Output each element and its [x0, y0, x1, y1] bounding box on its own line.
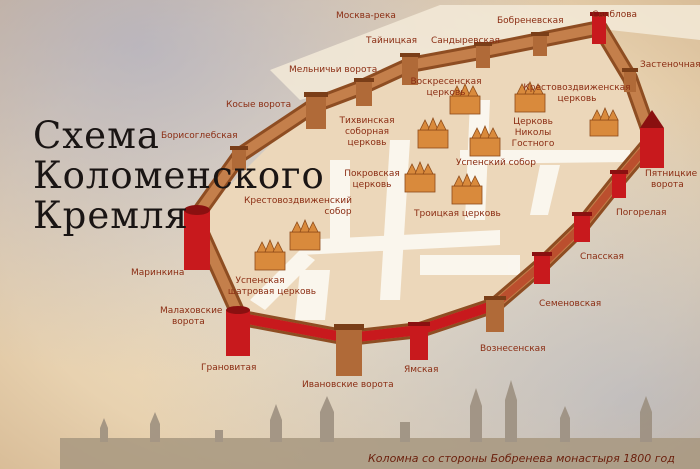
church-icon-tikhvinskaya: [417, 116, 449, 149]
tower-label-svibloba: Свиблова: [592, 10, 638, 20]
tower-tainitskaya: [400, 53, 420, 85]
tower-label-pyatnitskie-2: ворота: [651, 180, 684, 190]
map-title-line-1: Схема: [33, 114, 160, 157]
tower-svibloba: [590, 12, 608, 44]
church-label-voskresenskaya-2: церковь: [426, 88, 466, 98]
church-label-uspenskaya-shatr-2: шатровая церковь: [227, 287, 317, 297]
tower-label-malakhovskie-1: Малаховские: [160, 306, 223, 316]
street-grid: [250, 100, 630, 320]
church-icon-voskresenskaya: [449, 82, 481, 115]
church-label-tikhvinskaya-2: соборная: [344, 127, 390, 137]
church-label-krestovozdv-2: церковь: [557, 94, 597, 104]
church-icon-krestovozdv: [514, 80, 546, 113]
tower-label-granovitaya: Грановитая: [201, 363, 257, 373]
tower-label-zastenochnaya: Застеночная: [640, 60, 700, 70]
tower-kosye: [304, 92, 328, 129]
church-icon-uspensky: [469, 124, 501, 157]
tower-label-melnichny: Мельничьи ворота: [289, 65, 378, 75]
church-label-tikhvinskaya-1: Тихвинская: [339, 116, 395, 126]
church-label-nikoly-2: Николы: [514, 128, 552, 138]
tower-unnamed-east: [532, 252, 552, 284]
kremlin-walls: [187, 20, 660, 346]
tower-label-malakhovskie-2: ворота: [172, 317, 205, 327]
tower-granovitaya: [226, 306, 250, 356]
town-skyline: [60, 380, 700, 469]
church-label-uspenskaya-shatr-1: Успенская: [235, 276, 285, 286]
church-label-krestovozdv-sobor-1: Крестовоздвиженский: [244, 196, 352, 206]
church-label-krestovozdv-sobor-2: собор: [324, 207, 352, 217]
bottom-caption: Коломна со стороны Бобреневa монастыря 1…: [368, 452, 675, 465]
tower-marinkina: [184, 205, 210, 270]
map-title-line-2: Коломенского: [33, 154, 325, 197]
church-icon-nikoly: [589, 106, 619, 137]
tower-label-pogorelaya: Погорелая: [616, 208, 667, 218]
tower-borisoglebskaya: [230, 146, 248, 170]
map-title-line-3: Кремля: [33, 194, 189, 237]
church-label-nikoly-1: Церковь: [513, 117, 553, 127]
tower-melnichny: [354, 78, 374, 106]
church-icon-troitskaya: [451, 172, 483, 205]
tower-yamskaya: [408, 322, 430, 360]
tower-sandyrevskaya: [474, 42, 492, 68]
church-label-troitskaya: Троицкая церковь: [414, 209, 501, 219]
church-label-nikoly-3: Гостного: [511, 139, 555, 149]
tower-label-borisoglebskaya: Борисоглебская: [161, 131, 238, 141]
towers: [184, 12, 664, 376]
church-label-pokrovskaya-1: Покровская: [344, 169, 400, 179]
church-label-pokrovskaya-2: церковь: [352, 180, 392, 190]
tower-bobrenevskaya: [531, 32, 549, 56]
church-icon-krestovozdv-sobor: [289, 218, 321, 251]
tower-label-voznesenskaya: Вознесенская: [480, 344, 546, 354]
church-icons: [254, 80, 619, 271]
tower-label-bobrenevskaya: Бобреневская: [497, 16, 564, 26]
tower-label-sandyrevskaya: Сандыревская: [431, 36, 500, 46]
tower-label-marinkina: Маринкина: [131, 268, 185, 278]
tower-zastenochnaya: [622, 68, 638, 92]
tower-ivanovskie: [334, 324, 364, 376]
tower-pogorelaya: [610, 170, 628, 198]
church-label-uspensky-sobor: Успенский собор: [456, 158, 536, 168]
church-label-voskresenskaya-1: Воскресенская: [410, 77, 482, 87]
tower-label-ivanovskie: Ивановские ворота: [302, 380, 394, 390]
tower-label-yamskaya: Ямская: [404, 365, 439, 375]
tower-spasskaya: [572, 212, 592, 242]
tower-pyatnitskie: [640, 110, 664, 168]
tower-semenovskaya: [484, 296, 506, 332]
tower-label-kosye: Косые ворота: [226, 100, 292, 110]
church-label-krestovozdv-1: Крестовоздвиженская: [523, 83, 631, 93]
river-label: Москва-река: [336, 11, 396, 21]
tower-label-semenovskaya: Семеновская: [539, 299, 602, 309]
tower-label-spasskaya: Спасская: [580, 252, 624, 262]
church-icon-pokrovskaya: [404, 160, 436, 193]
church-label-tikhvinskaya-3: церковь: [347, 138, 387, 148]
church-icon-uspenskaya-shatr: [254, 238, 286, 271]
tower-label-tainitskaya: Тайницкая: [366, 36, 418, 46]
tower-label-pyatnitskie-1: Пятницкие: [645, 169, 698, 179]
